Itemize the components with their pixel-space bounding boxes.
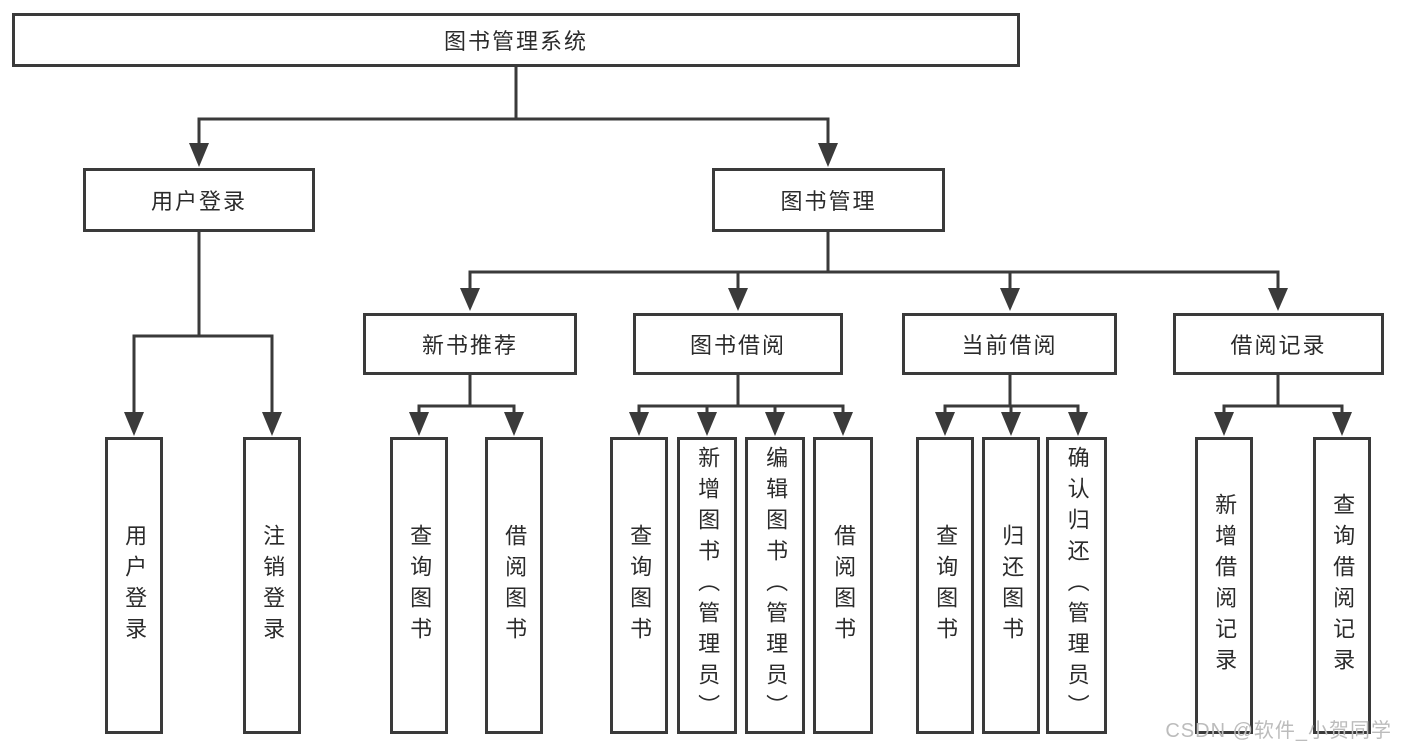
- arrow-down-icon: [728, 288, 748, 311]
- arrow-down-icon: [124, 412, 144, 436]
- arrow-down-icon: [504, 412, 524, 436]
- node-label: 归还图书: [999, 523, 1025, 648]
- arrow-down-icon: [818, 143, 838, 167]
- watermark: CSDN @软件_小贺同学: [1165, 720, 1392, 742]
- arrow-down-icon: [833, 412, 853, 436]
- node-label: 当前借阅: [961, 333, 1058, 358]
- arrow-down-icon: [409, 412, 429, 436]
- node-label: 新书推荐: [421, 333, 518, 358]
- node-label: 用户登录: [150, 189, 247, 214]
- arrow-down-icon: [1332, 412, 1352, 436]
- node-user-login-module: 用户登录: [83, 168, 315, 232]
- node-label: 借阅图书: [831, 523, 857, 648]
- node-label: 借阅图书: [502, 523, 528, 648]
- node-label: 确认归还（管理员）: [1064, 446, 1090, 725]
- node-label: 查询图书: [933, 523, 959, 648]
- leaf-add-borrow-record: 新增借阅记录: [1195, 437, 1253, 734]
- arrow-down-icon: [697, 412, 717, 436]
- leaf-query-books: 查询图书: [610, 437, 668, 734]
- node-label: 图书借阅: [689, 333, 786, 358]
- arrow-down-icon: [1068, 412, 1088, 436]
- node-label: 注销登录: [260, 523, 286, 648]
- arrow-down-icon: [1268, 288, 1288, 311]
- leaf-confirm-return-admin: 确认归还（管理员）: [1046, 437, 1107, 734]
- leaf-query-books: 查询图书: [916, 437, 974, 734]
- node-label: 新增借阅记录: [1212, 492, 1238, 679]
- arrow-down-icon: [1001, 412, 1021, 436]
- arrow-down-icon: [765, 412, 785, 436]
- node-current-borrow: 当前借阅: [902, 313, 1117, 375]
- node-book-borrow: 图书借阅: [633, 313, 843, 375]
- leaf-add-book-admin: 新增图书（管理员）: [677, 437, 737, 734]
- arrow-down-icon: [629, 412, 649, 436]
- node-library-management-system: 图书管理系统: [12, 13, 1020, 67]
- node-label: 新增图书（管理员）: [695, 446, 721, 725]
- node-label: 图书管理系统: [443, 29, 588, 54]
- node-new-book-recommend: 新书推荐: [363, 313, 577, 375]
- leaf-borrow-books: 借阅图书: [813, 437, 873, 734]
- node-label: 查询借阅记录: [1330, 492, 1356, 679]
- node-label: 借阅记录: [1230, 333, 1327, 358]
- arrow-down-icon: [262, 412, 282, 436]
- arrow-down-icon: [1000, 288, 1020, 311]
- leaf-query-books: 查询图书: [390, 437, 448, 734]
- node-borrow-records: 借阅记录: [1173, 313, 1384, 375]
- leaf-edit-book-admin: 编辑图书（管理员）: [745, 437, 805, 734]
- leaf-query-borrow-record: 查询借阅记录: [1313, 437, 1371, 734]
- node-label: 图书管理: [780, 189, 877, 214]
- leaf-return-book: 归还图书: [982, 437, 1040, 734]
- node-label: 查询图书: [407, 523, 433, 648]
- leaf-logout: 注销登录: [243, 437, 301, 734]
- arrow-down-icon: [1214, 412, 1234, 436]
- arrow-down-icon: [460, 288, 480, 311]
- node-book-management-module: 图书管理: [712, 168, 945, 232]
- node-label: 用户登录: [122, 523, 148, 648]
- node-label: 查询图书: [627, 523, 653, 648]
- leaf-borrow-books: 借阅图书: [485, 437, 543, 734]
- arrow-down-icon: [189, 143, 209, 167]
- arrowheads: [124, 143, 1352, 436]
- node-label: 编辑图书（管理员）: [763, 446, 789, 725]
- leaf-user-login: 用户登录: [105, 437, 163, 734]
- arrow-down-icon: [935, 412, 955, 436]
